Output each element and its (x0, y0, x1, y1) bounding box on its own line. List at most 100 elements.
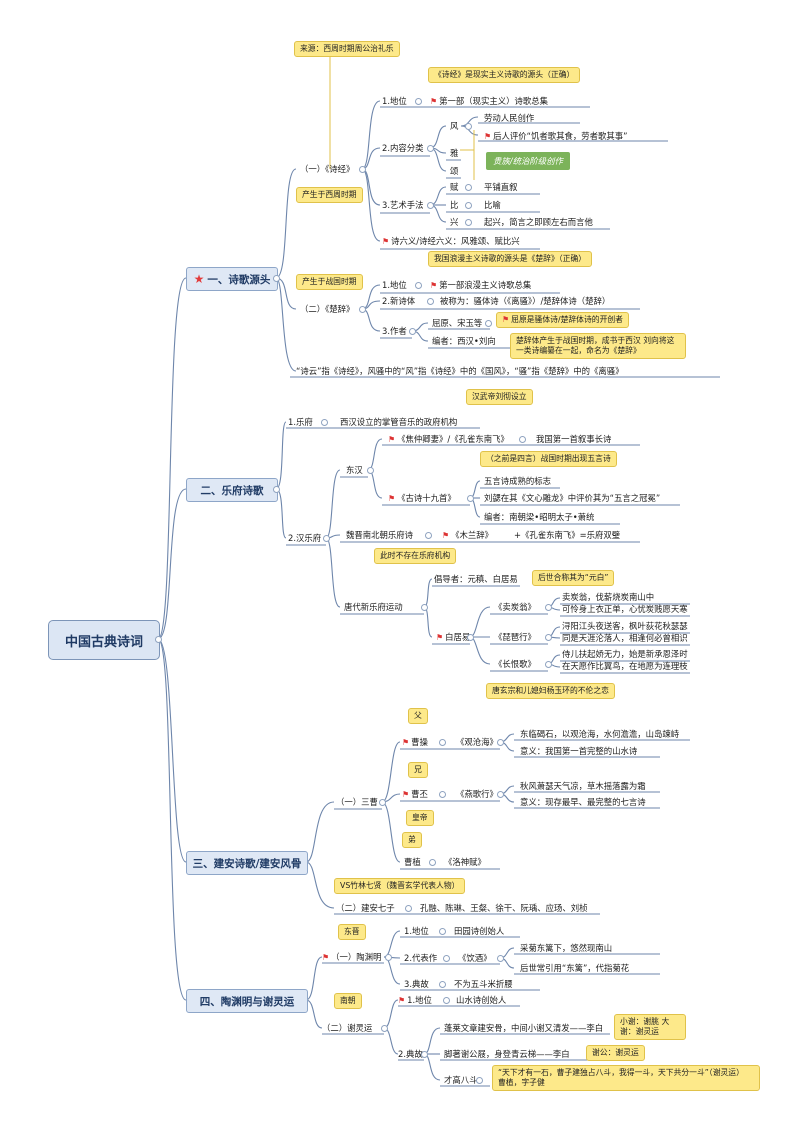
node-maitan-2[interactable]: 可怜身上衣正单，心忧炭贱愿天寒 (562, 604, 688, 614)
collapse-toggle[interactable] (367, 467, 374, 474)
node-xing-value[interactable]: 起兴，简言之即顾左右而言他 (484, 217, 593, 227)
node-shijing[interactable]: （一）《诗经》 (300, 164, 355, 174)
node-hanyuefu[interactable]: 2.汉乐府 (288, 533, 322, 543)
node-liuyi[interactable]: ⚑诗六义/诗经六义：风雅颂、赋比兴 (382, 236, 520, 247)
node-sj-art[interactable]: 3.艺术手法 (382, 200, 424, 210)
collapse-toggle[interactable] (545, 661, 552, 668)
node-caocao[interactable]: ⚑曹操 (402, 737, 428, 748)
collapse-toggle[interactable] (427, 145, 434, 152)
node-cc-new[interactable]: 2.新诗体 (382, 296, 416, 306)
collapse-toggle[interactable] (439, 739, 446, 746)
node-tang[interactable]: 唐代新乐府运动 (344, 602, 403, 612)
node-shuangbi[interactable]: +《孔雀东南飞》=乐府双璧 (514, 530, 621, 540)
node-pipa[interactable]: 《琵琶行》 (494, 632, 536, 642)
node-tao-dian-value[interactable]: 不为五斗米折腰 (454, 979, 513, 989)
node-cc-author-1[interactable]: 屈原、宋玉等 (432, 318, 483, 328)
collapse-toggle[interactable] (415, 98, 422, 105)
node-yuefu-value[interactable]: 西汉设立的掌管音乐的政府机构 (340, 417, 458, 427)
collapse-toggle[interactable] (519, 436, 526, 443)
node-feng[interactable]: 风 (450, 121, 459, 131)
node-mulan[interactable]: ⚑《木兰辞》 (442, 530, 493, 541)
node-dian-3[interactable]: 才高八斗 (444, 1075, 478, 1085)
node-fu[interactable]: 赋 (450, 182, 459, 192)
node-cc-author-2[interactable]: 编者：西汉•刘向 (432, 336, 496, 346)
collapse-toggle[interactable] (485, 320, 492, 327)
node-sancao[interactable]: （一）三曹 (336, 797, 378, 807)
node-changhen-1[interactable]: 侍儿扶起娇无力，始是新承恩泽时 (562, 649, 688, 659)
collapse-toggle[interactable] (443, 997, 450, 1004)
node-yinjiu-2[interactable]: 后世常引用“东篱”，代指菊花 (520, 963, 630, 973)
node-kongque[interactable]: ⚑《焦仲卿妻》/《孔雀东南飞》 (388, 434, 509, 445)
collapse-toggle[interactable] (379, 799, 386, 806)
node-cc-pos-value[interactable]: ⚑第一部浪漫主义诗歌总集 (430, 280, 531, 291)
node-ya[interactable]: 雅 (450, 148, 459, 158)
node-tao-dian[interactable]: 3.典故 (404, 979, 429, 989)
node-kongque-value[interactable]: 我国第一首叙事长诗 (536, 434, 612, 444)
collapse-toggle[interactable] (273, 486, 280, 493)
collapse-toggle[interactable] (465, 219, 472, 226)
node-caopi[interactable]: ⚑曹丕 (402, 789, 428, 800)
node-xing[interactable]: 兴 (450, 217, 459, 227)
branch-4[interactable]: 四、陶渊明与谢灵运 (186, 989, 308, 1013)
collapse-toggle[interactable] (421, 1051, 428, 1058)
collapse-toggle[interactable] (439, 981, 446, 988)
collapse-toggle[interactable] (155, 636, 162, 643)
collapse-toggle[interactable] (427, 298, 434, 305)
node-pipa-2[interactable]: 同是天涯沦落人，相逢何必曾相识 (562, 633, 688, 643)
node-shiyun[interactable]: “诗云”指《诗经》，风骚中的“风”指《诗经》中的《国风》，“骚”指《楚辞》中的《… (296, 366, 624, 376)
node-feng-2[interactable]: ⚑后人评价“饥者歌其食，劳者歌其事” (484, 131, 627, 142)
collapse-toggle[interactable] (439, 928, 446, 935)
node-tao-pos[interactable]: 1.地位 (404, 926, 429, 936)
collapse-toggle[interactable] (443, 955, 450, 962)
node-yinjiu[interactable]: 《饮酒》 (458, 953, 492, 963)
collapse-toggle[interactable] (359, 306, 366, 313)
node-qizi-value[interactable]: 孔融、陈琳、王粲、徐干、阮瑀、应玚、刘桢 (420, 903, 588, 913)
collapse-toggle[interactable] (321, 419, 328, 426)
collapse-toggle[interactable] (465, 184, 472, 191)
node-yange[interactable]: 《燕歌行》 (456, 789, 498, 799)
collapse-toggle[interactable] (415, 282, 422, 289)
node-yinjiu-1[interactable]: 采菊东篱下，悠然现南山 (520, 943, 613, 953)
node-luoshen[interactable]: 《洛神赋》 (444, 857, 486, 867)
node-caozhi[interactable]: 曹植 (404, 857, 421, 867)
node-song[interactable]: 颂 (450, 166, 459, 176)
node-guanhai[interactable]: 《观沧海》 (456, 737, 498, 747)
collapse-toggle[interactable] (545, 634, 552, 641)
collapse-toggle[interactable] (359, 166, 366, 173)
node-bi-value[interactable]: 比喻 (484, 200, 501, 210)
node-changhen[interactable]: 《长恨歌》 (494, 659, 536, 669)
node-yange-1[interactable]: 秋风萧瑟天气凉，草木摇落露为霜 (520, 781, 646, 791)
node-changdao[interactable]: 倡导者：元稹、白居易 (434, 574, 518, 584)
node-xie[interactable]: （二）谢灵运 (322, 1023, 373, 1033)
node-gushi[interactable]: ⚑《古诗十九首》 (388, 493, 456, 504)
collapse-toggle[interactable] (467, 495, 474, 502)
node-feng-1[interactable]: 劳动人民创作 (484, 113, 535, 123)
node-dian-2[interactable]: 脚著谢公屐，身登青云梯——李白 (444, 1049, 570, 1059)
node-maitan-1[interactable]: 卖炭翁，伐薪烧炭南山中 (562, 592, 655, 602)
branch-3[interactable]: 三、建安诗歌/建安风骨 (186, 851, 308, 875)
branch-1[interactable]: ★一、诗歌源头 (186, 267, 278, 291)
collapse-toggle[interactable] (421, 604, 428, 611)
collapse-toggle[interactable] (405, 905, 412, 912)
node-bi[interactable]: 比 (450, 200, 459, 210)
node-qizi[interactable]: （二）建安七子 (336, 903, 395, 913)
node-tao[interactable]: ⚑（一）陶渊明 (322, 952, 381, 963)
node-pipa-1[interactable]: 浔阳江头夜送客，枫叶荻花秋瑟瑟 (562, 621, 688, 631)
node-sj-pos[interactable]: 1.地位 (382, 96, 407, 106)
node-gushi-3[interactable]: 编者：南朝梁•昭明太子•萧统 (484, 512, 595, 522)
node-sj-cat[interactable]: 2.内容分类 (382, 143, 424, 153)
node-sj-pos-value[interactable]: ⚑第一部（现实主义）诗歌总集 (430, 96, 548, 107)
node-dian-1[interactable]: 蓬莱文章建安骨，中间小谢又清发——李白 (444, 1023, 604, 1033)
node-changhen-2[interactable]: 在天愿作比翼鸟，在地愿为连理枝 (562, 661, 688, 671)
collapse-toggle[interactable] (439, 791, 446, 798)
node-guanhai-1[interactable]: 东临碣石，以观沧海，水何澹澹，山岛竦峙 (520, 729, 680, 739)
collapse-toggle[interactable] (497, 739, 504, 746)
collapse-toggle[interactable] (429, 859, 436, 866)
node-yuefu[interactable]: 1.乐府 (288, 417, 313, 427)
node-fu-value[interactable]: 平铺直叙 (484, 182, 518, 192)
node-maitan[interactable]: 《卖炭翁》 (494, 602, 536, 612)
node-yange-2[interactable]: 意义：现存最早、最完整的七言诗 (520, 797, 646, 807)
node-cc-author[interactable]: 3.作者 (382, 326, 407, 336)
node-tao-works[interactable]: 2.代表作 (404, 953, 438, 963)
collapse-toggle[interactable] (385, 954, 392, 961)
